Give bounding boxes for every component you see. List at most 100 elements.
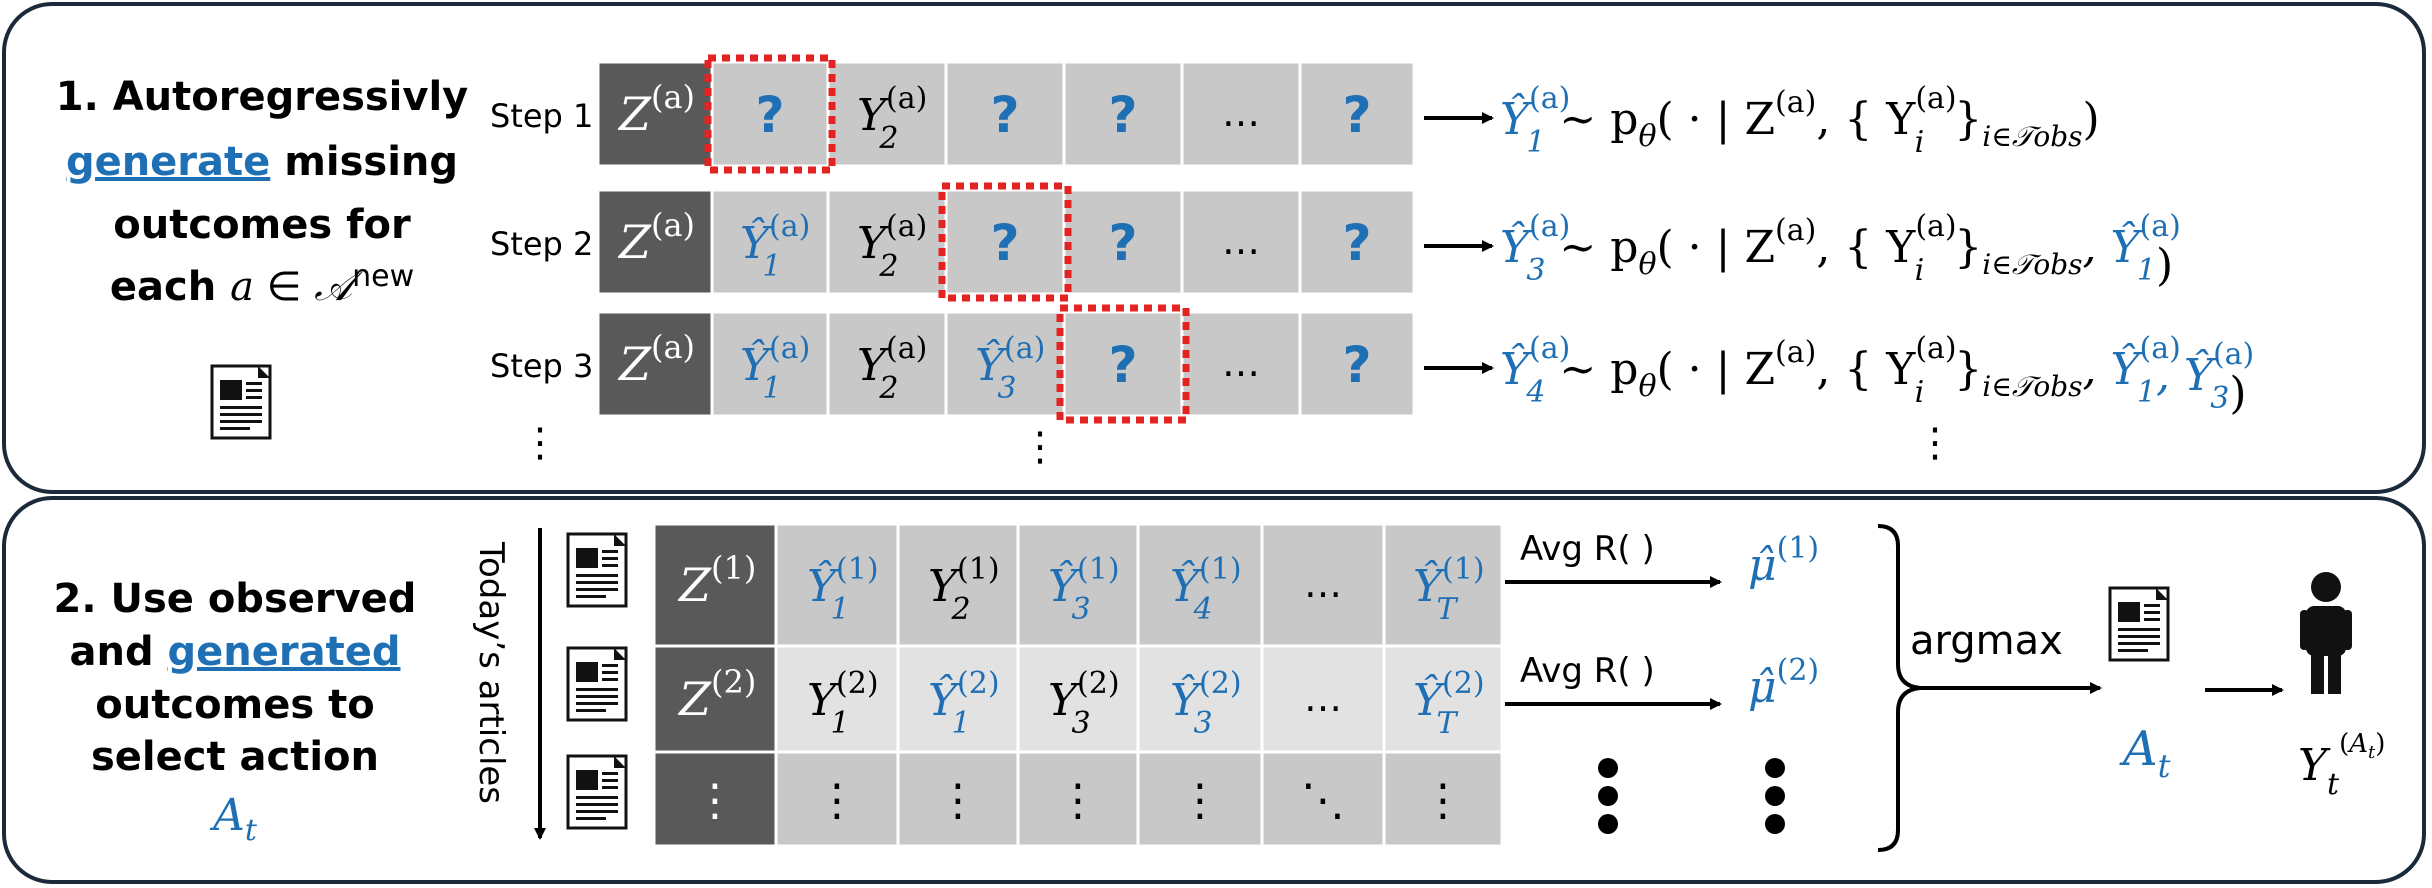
- argmax-label: argmax: [1910, 618, 2063, 664]
- grid-cell-2-6: [1382, 644, 1504, 754]
- svg-text:generate missing: generate missing: [66, 139, 458, 185]
- svg-text:Y(2)3: Y(2)3: [1048, 666, 1120, 741]
- article-icon-2: [566, 646, 628, 722]
- step3-cell-0: [596, 310, 714, 418]
- step1-cell-3: [944, 60, 1066, 168]
- svg-text:Y(a)2: Y(a)2: [857, 81, 927, 156]
- grid-cell-3-6: [1382, 750, 1504, 848]
- step3-cell-1: [710, 310, 830, 418]
- grid-cell-1-4: [1136, 522, 1264, 648]
- step2-cell-4: [1062, 188, 1184, 296]
- svg-text:?: ?: [1342, 86, 1371, 144]
- svg-text:?: ?: [1108, 336, 1137, 394]
- svg-text:⋮: ⋮: [1421, 775, 1465, 826]
- grid-cell-1-6: [1382, 522, 1504, 648]
- svg-text:Y(a)2: Y(a)2: [857, 331, 927, 406]
- svg-text:⋮: ⋮: [693, 775, 737, 826]
- step2-cell-0: [596, 188, 714, 296]
- svg-text:Z(1): Z(1): [677, 549, 756, 612]
- svg-text:Ŷ(1)1: Ŷ(1)1: [807, 552, 879, 627]
- step1-cell-0: [596, 60, 714, 168]
- step-formula-2: Ŷ(a)3 ~ pθ( · | Z(a), { Y(a)i}i∈𝒯obs, Ŷ(…: [1500, 209, 2181, 291]
- active-cell-box-2: [938, 182, 1072, 302]
- svg-text:Ŷ(1)4: Ŷ(1)4: [1170, 552, 1242, 627]
- step1-cell-1: [710, 60, 830, 168]
- svg-text:⋮: ⋮: [936, 775, 980, 826]
- step1-cell-5: [1180, 60, 1302, 168]
- action-label: A: [209, 790, 245, 841]
- svg-text:and generated: and generated: [70, 629, 401, 675]
- step1-cell-4: [1062, 60, 1184, 168]
- grid-cell-2-2: [896, 644, 1020, 754]
- svg-text:?: ?: [1108, 214, 1137, 272]
- grid-cell-2-0: [652, 644, 778, 754]
- p1-vdots-0: ⋮: [520, 420, 560, 466]
- grid-cell-2-1: [774, 644, 900, 754]
- step-label-3: Step 3: [490, 347, 593, 385]
- person-icon: [2300, 572, 2352, 694]
- svg-text:…: …: [1304, 562, 1342, 606]
- svg-text:⋮: ⋮: [1056, 775, 1100, 826]
- step2-cell-1: [710, 188, 830, 296]
- article-icon-3: [566, 754, 628, 830]
- svg-text:Z(a): Z(a): [617, 206, 695, 269]
- grid-cell-1-1: [774, 522, 900, 648]
- step-label-1: Step 1: [490, 97, 593, 135]
- p1-vdots-2: ⋮: [1915, 420, 1955, 466]
- svg-text:?: ?: [990, 86, 1019, 144]
- svg-text:Y(a)2: Y(a)2: [857, 209, 927, 284]
- panel2-title: 2. Use observed and generated outcomes t…: [54, 576, 417, 848]
- generate-link: generate: [66, 139, 270, 185]
- document-icon: [210, 364, 272, 440]
- svg-text:2. Use observed: 2. Use observed: [54, 576, 417, 622]
- grid-cell-3-1: [774, 750, 900, 848]
- svg-text:Z(a): Z(a): [617, 78, 695, 141]
- article-icon-1: [566, 532, 628, 608]
- grid-cell-3-3: [1016, 750, 1140, 848]
- svg-text:select action: select action: [91, 734, 379, 780]
- svg-text:?: ?: [1342, 336, 1371, 394]
- step1-cell-2: [826, 60, 948, 168]
- svg-text:…: …: [1222, 341, 1260, 385]
- svg-text:Ŷ(2)3: Ŷ(2)3: [1170, 666, 1242, 741]
- svg-text:each a ∈ 𝒜new: each a ∈ 𝒜new: [110, 259, 414, 310]
- svg-text:Ŷ(1)T: Ŷ(1)T: [1413, 552, 1485, 627]
- svg-text:Ŷ(a)1: Ŷ(a)1: [740, 331, 810, 406]
- grid-cell-3-0: [652, 750, 778, 848]
- grid-cell-3-5: [1260, 750, 1386, 848]
- avg-r-label-1: Avg R( ): [1520, 529, 1655, 569]
- grid-cell-3-2: [896, 750, 1020, 848]
- svg-text:outcomes for: outcomes for: [113, 202, 411, 248]
- svg-text:Y(2)1: Y(2)1: [807, 666, 879, 741]
- avg-r-label-2: Avg R( ): [1520, 651, 1655, 691]
- grid-row-3: ⋮⋮⋮⋮⋮⋱⋮: [652, 750, 1504, 848]
- svg-text:Ŷ(2)1: Ŷ(2)1: [928, 666, 1000, 741]
- grid-layer: Z(1) Ŷ(1)1 Y(1)2 Ŷ(1)3 Ŷ(1)4 … Ŷ(1)T Z(2) Y(2)1 Ŷ…: [652, 522, 1504, 848]
- svg-text:?: ?: [755, 86, 784, 144]
- svg-text:Ŷ(a)1: Ŷ(a)1: [740, 209, 810, 284]
- svg-text:Y(1)2: Y(1)2: [928, 552, 1000, 627]
- svg-text:Z(2): Z(2): [677, 663, 756, 726]
- active-cell-box-3: [1056, 304, 1190, 424]
- svg-text:⋮: ⋮: [815, 775, 859, 826]
- svg-text:Ŷ(1)3: Ŷ(1)3: [1048, 552, 1120, 627]
- svg-text:?: ?: [990, 214, 1019, 272]
- p1-vdots-1: ⋮: [1020, 424, 1060, 470]
- generated-link: generated: [168, 629, 401, 675]
- svg-text:At: At: [209, 790, 258, 848]
- selected-article-icon: [2108, 586, 2170, 662]
- svg-text:Z(a): Z(a): [617, 328, 695, 391]
- svg-text:?: ?: [1342, 214, 1371, 272]
- step3-cell-4: [1062, 310, 1184, 418]
- svg-text:…: …: [1222, 219, 1260, 263]
- active-cell-box-1: [704, 54, 836, 174]
- grid-row-1: Z(1) Ŷ(1)1 Y(1)2 Ŷ(1)3 Ŷ(1)4 … Ŷ(1)T: [652, 522, 1504, 648]
- step-formula-3: Ŷ(a)4 ~ pθ( · | Z(a), { Y(a)i}i∈𝒯obs, Ŷ(…: [1500, 331, 2254, 419]
- step2-cell-6: [1298, 188, 1416, 296]
- todays-articles-label: Today’s articles: [471, 541, 511, 804]
